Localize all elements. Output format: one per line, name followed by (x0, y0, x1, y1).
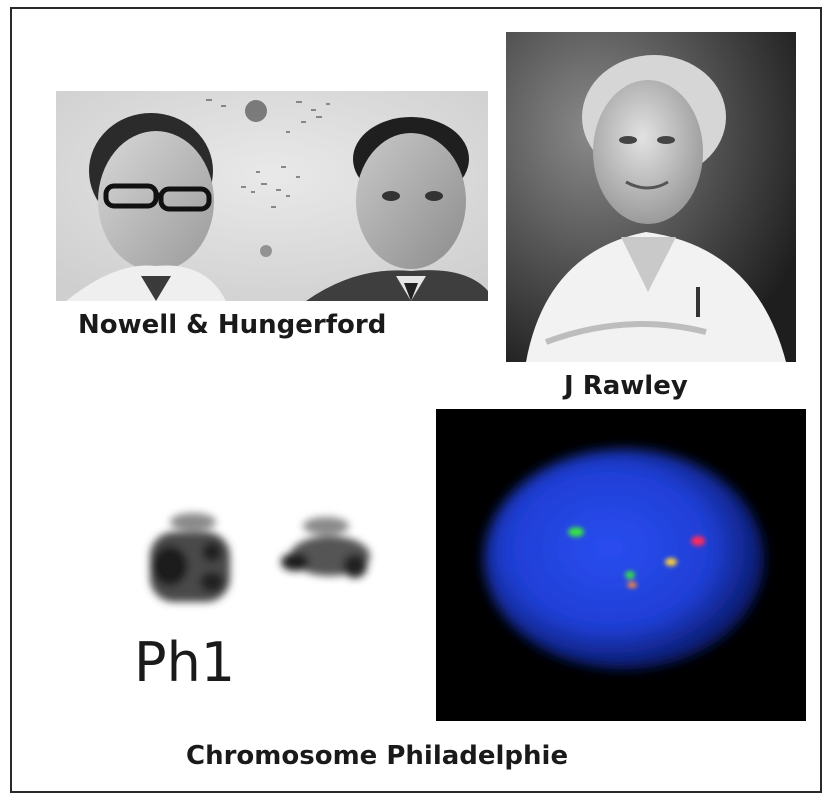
nowell-hungerford-photo (56, 91, 488, 301)
label-ph1: Ph1 (134, 631, 236, 694)
ph1-chromosome-image (130, 504, 380, 614)
rawley-photo (506, 32, 796, 362)
figure-frame: Nowell & Hungerford (10, 7, 822, 793)
caption-rawley: J Rawley (564, 371, 688, 401)
caption-nowell-hungerford: Nowell & Hungerford (78, 310, 387, 340)
fish-nucleus-image (436, 409, 806, 721)
caption-chromosome-philadelphie: Chromosome Philadelphie (186, 741, 569, 771)
